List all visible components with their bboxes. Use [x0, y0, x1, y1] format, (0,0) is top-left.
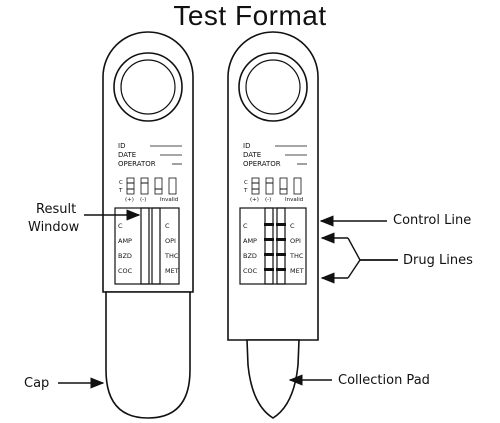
left-window-amp: AMP — [118, 237, 132, 245]
right-id-field: ID — [243, 142, 250, 150]
left-window-thc: THC — [164, 252, 179, 260]
right-window-lines — [264, 223, 286, 271]
control-line-label: Control Line — [393, 213, 471, 228]
right-window-c: C — [243, 222, 248, 230]
left-window-opi: OPI — [165, 237, 176, 245]
left-date-field: DATE — [118, 151, 136, 159]
left-id-field: ID — [118, 142, 125, 150]
right-window-c-right: C — [290, 222, 295, 230]
right-panel-invalid: Invalid — [285, 197, 303, 203]
left-panel-invalid: Invalid — [160, 197, 178, 203]
drug-lines-bracket — [320, 232, 398, 284]
collection-pad-label: Collection Pad — [338, 373, 430, 388]
right-panel-pos: (-) — [265, 197, 271, 203]
cap-label: Cap — [24, 376, 49, 391]
right-test-device — [227, 31, 319, 419]
result-window-label-line1: Result — [36, 202, 76, 217]
left-window-c: C — [118, 222, 123, 230]
right-panel-c: C — [244, 180, 248, 186]
left-window-bzd: BZD — [118, 252, 132, 260]
right-window-amp: AMP — [243, 237, 257, 245]
left-panel-neg: (+) — [125, 197, 134, 203]
left-panel-pos: (-) — [140, 197, 146, 203]
right-window-met: MET — [290, 267, 304, 275]
right-panel-t: T — [243, 188, 248, 194]
right-date-field: DATE — [243, 151, 261, 159]
left-panel-c: C — [119, 180, 123, 186]
left-operator-field: OPERATOR — [118, 160, 156, 168]
left-window-met: MET — [165, 267, 179, 275]
right-window-bzd: BZD — [243, 252, 257, 260]
page-title: Test Format — [173, 0, 327, 31]
drug-lines-label: Drug Lines — [403, 253, 473, 268]
result-window-label-line2: Window — [28, 220, 80, 235]
right-window-coc: COC — [243, 267, 258, 275]
right-window-opi: OPI — [290, 237, 301, 245]
left-test-device — [102, 31, 194, 419]
left-window-coc: COC — [118, 267, 133, 275]
right-operator-field: OPERATOR — [243, 160, 281, 168]
right-panel-neg: (+) — [250, 197, 259, 203]
right-window-thc: THC — [289, 252, 304, 260]
left-window-c-right: C — [165, 222, 170, 230]
left-panel-t: T — [118, 188, 123, 194]
